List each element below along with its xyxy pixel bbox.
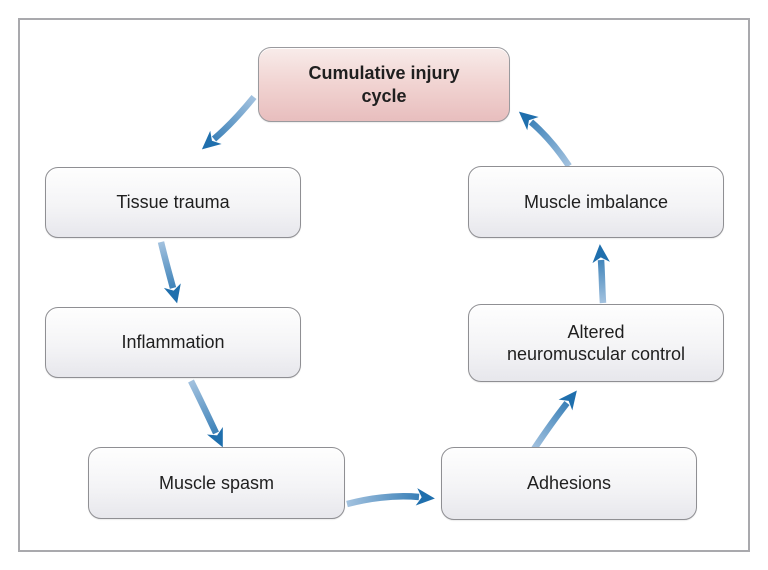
node-inflammation: Inflammation	[45, 307, 301, 378]
node-label: Tissue trauma	[116, 192, 230, 213]
node-label: Cumulative injury cycle	[308, 63, 460, 106]
node-cumulative-injury-cycle: Cumulative injury cycle	[258, 47, 510, 122]
node-label: Adhesions	[526, 473, 612, 494]
node-muscle-imbalance: Muscle imbalance	[468, 166, 724, 238]
node-tissue-trauma: Tissue trauma	[45, 167, 301, 238]
node-label: Inflammation	[121, 332, 225, 353]
node-label: Muscle imbalance	[523, 191, 669, 212]
node-altered-neuromuscular-control: Altered neuromuscular control	[468, 304, 724, 382]
node-muscle-spasm: Muscle spasm	[88, 447, 345, 519]
node-adhesions: Adhesions	[441, 447, 697, 520]
node-label: Muscle spasm	[158, 472, 275, 493]
node-label: Altered neuromuscular control	[506, 321, 686, 365]
